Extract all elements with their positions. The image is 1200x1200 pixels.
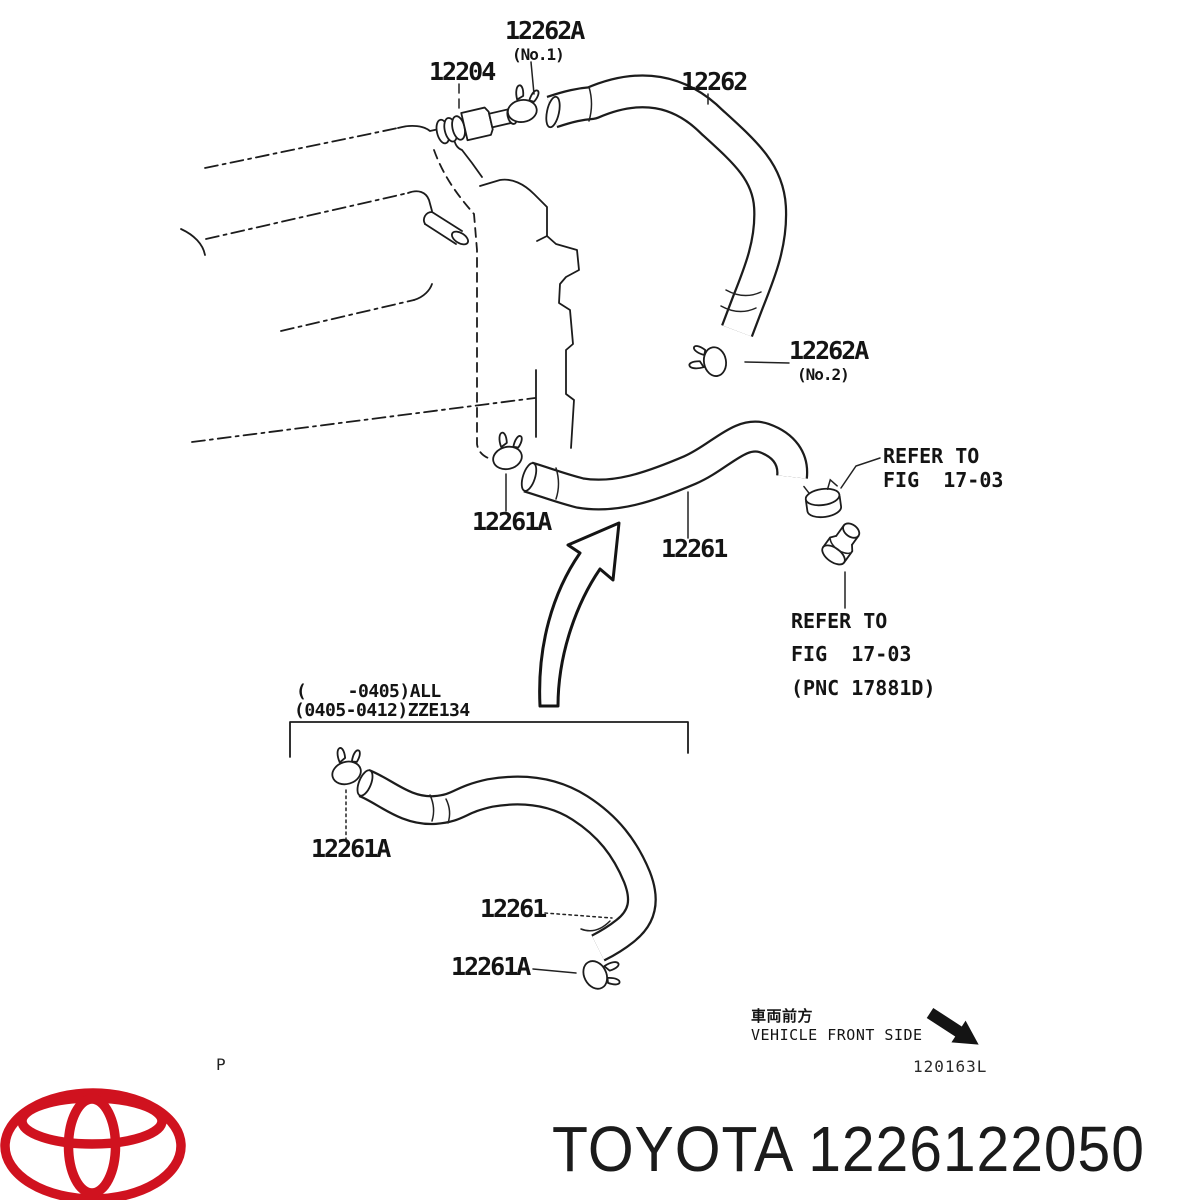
label-clamp-mid: 12261A bbox=[472, 507, 552, 536]
label-refer-lower-3: (PNC 17881D) bbox=[791, 676, 936, 700]
hose-12261-open-end bbox=[520, 462, 538, 492]
label-vehicle-front-jp: 車両前方 bbox=[751, 1007, 813, 1025]
label-clamp-no2: 12262A bbox=[789, 336, 869, 365]
footer-part-number: TOYOTA 1226122050 bbox=[552, 1113, 1145, 1185]
label-hose-mid: 12261 bbox=[661, 534, 727, 563]
hose-clamp-mid-icon bbox=[487, 430, 530, 477]
label-clamp-lower-left: 12261A bbox=[311, 834, 391, 863]
label-refer-upper-1: REFER TO bbox=[883, 444, 979, 468]
hose-clamp-no2-icon bbox=[686, 338, 735, 383]
figure-code: 120163L bbox=[913, 1057, 987, 1076]
label-hose-upper: 12262 bbox=[681, 67, 746, 96]
hose-clamp-lower-bottom-icon bbox=[576, 954, 623, 995]
hose-12262 bbox=[545, 74, 788, 338]
ring-clamp-icon bbox=[803, 478, 842, 519]
grommet-icon bbox=[821, 522, 861, 566]
curved-pointer-arrow-icon bbox=[538, 521, 621, 708]
engine-stub-pipe bbox=[423, 211, 469, 246]
label-pcv-valve: 12204 bbox=[429, 57, 495, 86]
pcv-valve bbox=[435, 106, 518, 145]
leader-lines bbox=[345, 61, 881, 974]
hose-12261-lower bbox=[356, 768, 657, 962]
toyota-emblem-icon bbox=[0, 1088, 186, 1200]
label-applicability-2: (0405-0412)ZZE134 bbox=[294, 700, 470, 721]
label-clamp-no1-sub: (No.1) bbox=[512, 45, 564, 64]
vehicle-front-arrow-icon bbox=[926, 1007, 979, 1045]
engine-outline bbox=[180, 124, 580, 460]
applicability-bracket bbox=[289, 721, 689, 758]
hose-12262-open-end bbox=[545, 95, 561, 129]
page-letter: P bbox=[216, 1055, 226, 1074]
label-applicability-1: ( -0405)ALL bbox=[296, 681, 441, 702]
hose-12261-lower-open-end bbox=[356, 769, 374, 797]
label-refer-upper-2: FIG 17-03 bbox=[883, 468, 1003, 492]
hose-12261-mid bbox=[520, 420, 809, 511]
label-clamp-lower-bottom: 12261A bbox=[451, 952, 531, 981]
label-refer-lower-2: FIG 17-03 bbox=[791, 642, 911, 666]
label-vehicle-front-en: VEHICLE FRONT SIDE bbox=[751, 1026, 923, 1044]
label-clamp-no2-sub: (No.2) bbox=[797, 365, 849, 384]
label-clamp-no1: 12262A bbox=[505, 16, 585, 45]
label-refer-lower-1: REFER TO bbox=[791, 609, 887, 633]
label-hose-lower: 12261 bbox=[480, 894, 546, 923]
